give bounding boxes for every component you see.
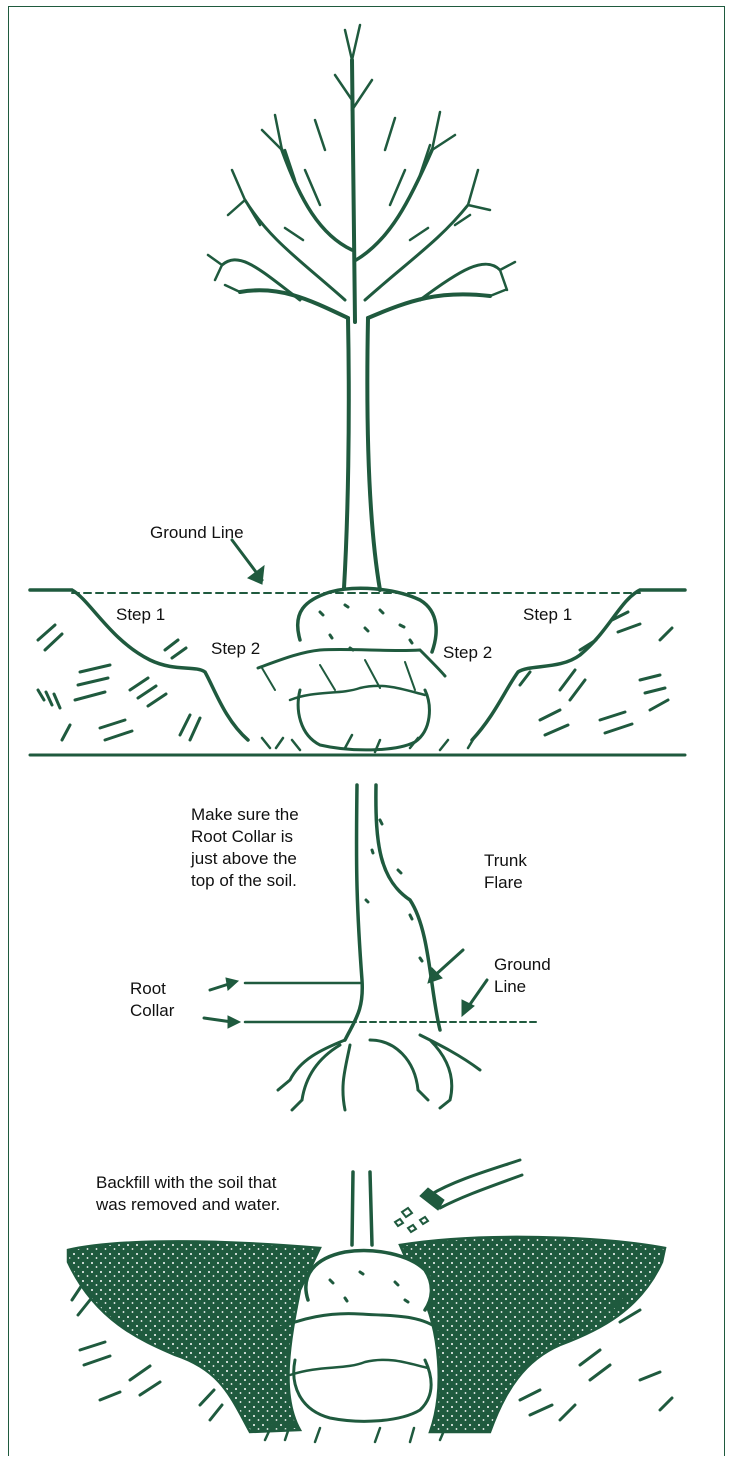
step2-left-label: Step 2 <box>211 638 260 660</box>
panel1-ground <box>30 540 685 755</box>
trunk-flare-line: Trunk <box>484 850 527 872</box>
trunk-flare-label: Trunk Flare <box>484 850 527 894</box>
step2-right-label: Step 2 <box>443 642 492 664</box>
ground-line-label: Ground Line <box>150 522 244 544</box>
backfill-line: Backfill with the soil that <box>96 1172 280 1194</box>
step1-right-label: Step 1 <box>523 604 572 626</box>
root-collar-line: Collar <box>130 1000 174 1022</box>
backfill-instruction: Backfill with the soil that was removed … <box>96 1172 280 1216</box>
ground-line-line: Line <box>494 976 551 998</box>
instruction-line: Root Collar is <box>191 826 299 848</box>
panel1-tree <box>208 25 515 590</box>
ground-line-label-2: Ground Line <box>494 954 551 998</box>
ground-line-line: Ground <box>494 954 551 976</box>
trunk-flare-line: Flare <box>484 872 527 894</box>
root-collar-instruction: Make sure the Root Collar is just above … <box>191 804 299 892</box>
instruction-line: just above the <box>191 848 299 870</box>
step1-left-label: Step 1 <box>116 604 165 626</box>
instruction-line: Make sure the <box>191 804 299 826</box>
root-collar-label: Root Collar <box>130 978 174 1022</box>
instruction-line: top of the soil. <box>191 870 299 892</box>
root-collar-line: Root <box>130 978 174 1000</box>
backfill-line: was removed and water. <box>96 1194 280 1216</box>
